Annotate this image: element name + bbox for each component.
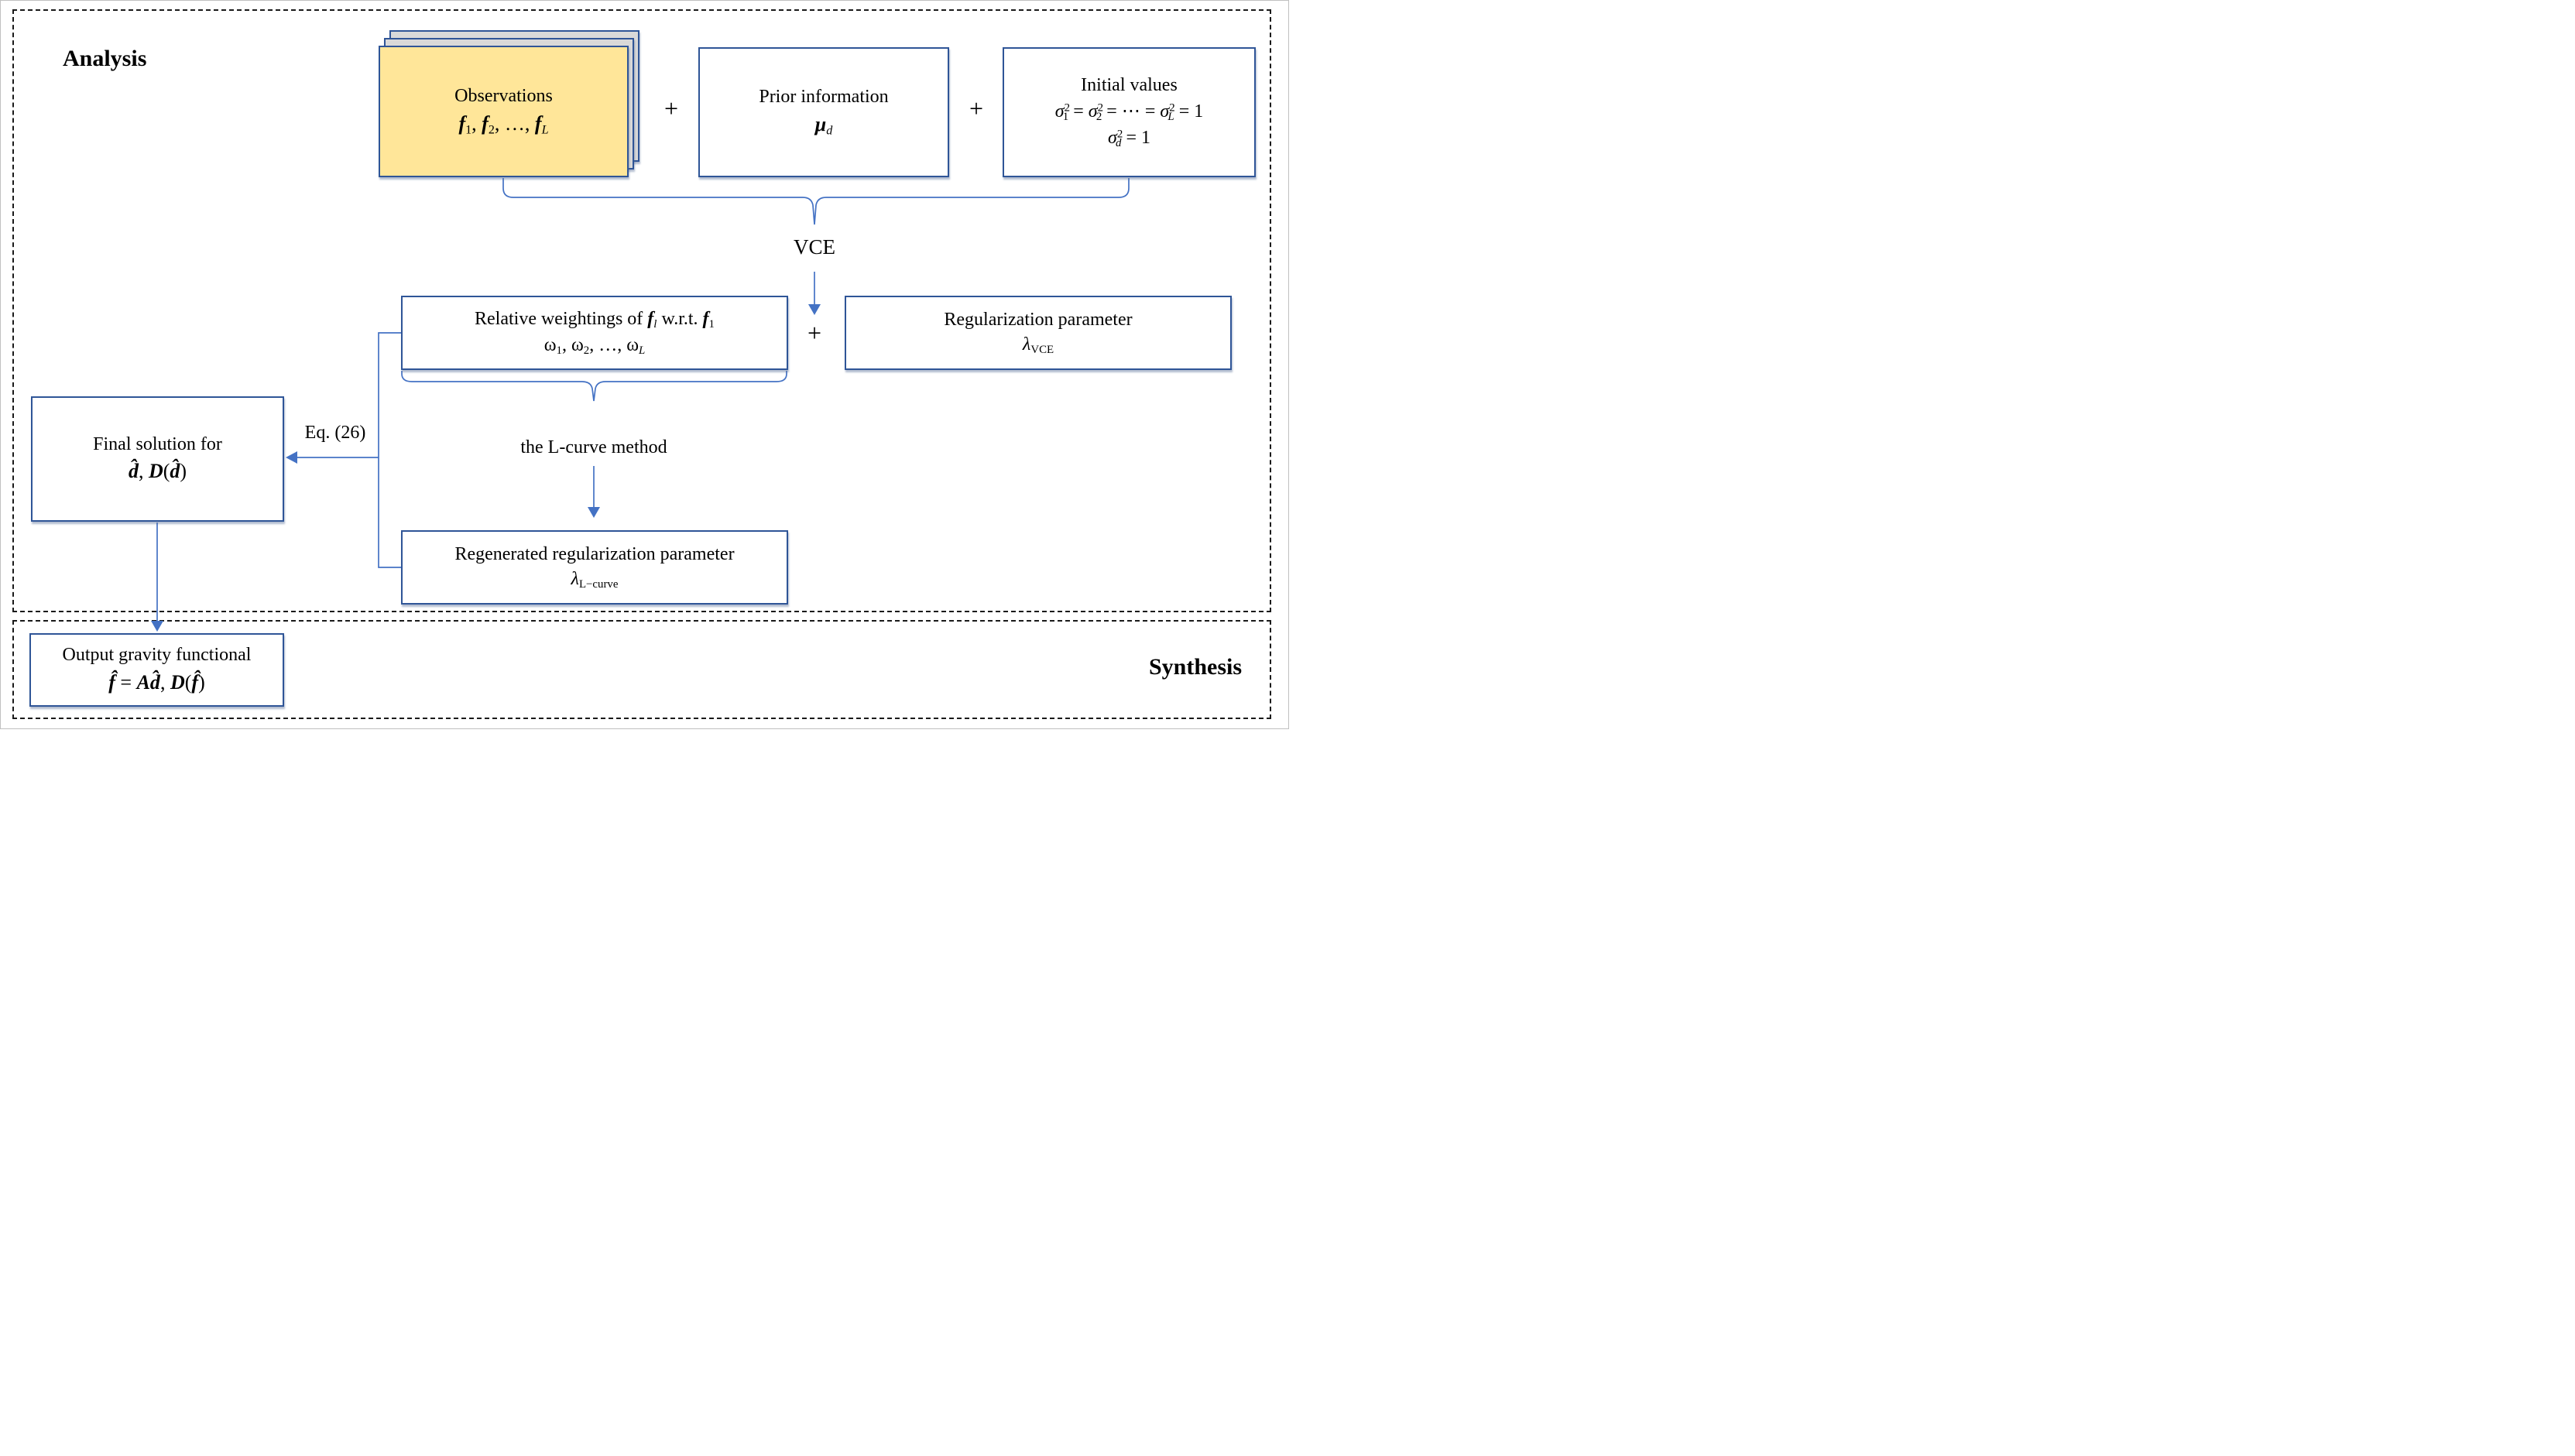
initial-math-2: σ2d = 1: [1107, 127, 1151, 149]
final-solution-box: Final solution for d̂, D(d̂): [31, 396, 284, 522]
synthesis-region-label: Synthesis: [1148, 654, 1242, 680]
output-math: f̂ = Ad̂, D(f̂): [108, 670, 205, 694]
regenerated-title: Regenerated regularization parameter: [454, 543, 735, 564]
regenerated-math: λL−curve: [571, 569, 619, 591]
regenerated-parameter-box: Regenerated regularization parameter λL−…: [401, 530, 788, 605]
relative-weightings-box: Relative weightings of fl w.r.t. f1 ω1, …: [401, 296, 788, 370]
observations-title: Observations: [454, 86, 553, 107]
initial-title: Initial values: [1081, 75, 1178, 96]
initial-math-1: σ21 = σ22 = ⋯ = σ2L = 1: [1054, 101, 1204, 123]
final-math: d̂, D(d̂): [128, 460, 187, 483]
plus-sign-1: +: [663, 94, 679, 122]
prior-math: μd: [814, 112, 833, 138]
output-title: Output gravity functional: [62, 645, 252, 666]
final-title: Final solution for: [93, 433, 222, 454]
prior-title: Prior information: [759, 87, 889, 108]
vce-label: VCE: [794, 235, 835, 259]
plus-sign-3: +: [807, 319, 822, 347]
eq26-label: Eq. (26): [304, 423, 366, 443]
regularization-parameter-box: Regularization parameter λVCE: [845, 296, 1232, 370]
regularization-math: λVCE: [1022, 334, 1054, 357]
relative-math: ω1, ω2, …, ωL: [543, 334, 646, 357]
analysis-region: [12, 9, 1271, 612]
relative-title: Relative weightings of fl w.r.t. f1: [475, 309, 715, 331]
output-gravity-box: Output gravity functional f̂ = Ad̂, D(f̂…: [29, 633, 284, 707]
lcurve-method-label: the L-curve method: [520, 437, 667, 457]
initial-values-box: Initial values σ21 = σ22 = ⋯ = σ2L = 1 σ…: [1003, 47, 1256, 177]
observations-math: f1, f2, …, fL: [458, 111, 549, 137]
analysis-region-label: Analysis: [63, 46, 147, 71]
observations-box: Observations f1, f2, …, fL: [379, 46, 629, 177]
plus-sign-2: +: [969, 94, 984, 122]
prior-information-box: Prior information μd: [698, 47, 949, 177]
flowchart-canvas: Analysis Synthesis Observations f1, f2, …: [0, 0, 1289, 729]
regularization-title: Regularization parameter: [944, 309, 1133, 330]
synthesis-region: [12, 620, 1271, 719]
